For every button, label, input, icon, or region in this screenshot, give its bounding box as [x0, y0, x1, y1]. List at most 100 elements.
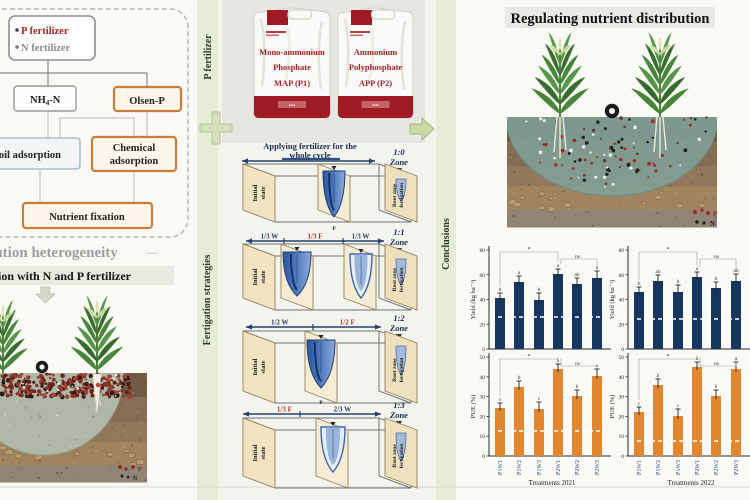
svg-text:fertigation: fertigation	[399, 267, 405, 292]
svg-text:adsorption: adsorption	[110, 156, 159, 167]
svg-text:20: 20	[619, 322, 625, 328]
svg-text:Fertigation strategies: Fertigation strategies	[202, 254, 213, 345]
svg-text:*: *	[528, 354, 531, 360]
svg-text:P1W1: P1W1	[637, 460, 643, 475]
svg-text:P1W3: P1W3	[676, 460, 682, 475]
svg-text:Initial: Initial	[252, 184, 259, 201]
svg-text:Nutrient fixation: Nutrient fixation	[49, 212, 125, 223]
svg-text:Root zone: Root zone	[392, 444, 398, 468]
svg-text:a: a	[696, 266, 699, 272]
svg-text:state: state	[260, 446, 267, 459]
svg-text:b: b	[677, 279, 680, 285]
svg-text:b: b	[638, 281, 641, 287]
svg-text:0: 0	[482, 454, 485, 460]
svg-text:Ammonium: Ammonium	[354, 47, 397, 57]
svg-text:ns: ns	[575, 254, 580, 260]
svg-text:N: N	[710, 220, 715, 228]
svg-text:Yield (kg ha⁻¹): Yield (kg ha⁻¹)	[609, 280, 616, 320]
svg-text:1/3 F: 1/3 F	[277, 406, 292, 414]
svg-text:1/3 W: 1/3 W	[261, 233, 279, 241]
svg-text:1:1: 1:1	[393, 227, 404, 237]
svg-text:ab: ab	[574, 272, 579, 278]
svg-text:40: 40	[619, 375, 625, 381]
svg-text:P fertilizer: P fertilizer	[203, 34, 214, 80]
svg-text:▪▪▪▪: ▪▪▪▪	[372, 103, 379, 108]
svg-text:PUE (%): PUE (%)	[609, 395, 616, 419]
svg-text:▪▪▪▪: ▪▪▪▪	[289, 103, 296, 108]
svg-text:50: 50	[480, 355, 486, 361]
svg-text:30: 30	[480, 395, 486, 401]
svg-text:1:2: 1:2	[393, 313, 405, 323]
svg-text:Zone: Zone	[389, 157, 408, 167]
svg-text:state: state	[260, 270, 267, 283]
svg-text:P2W3: P2W3	[734, 460, 740, 475]
svg-text:P: P	[138, 467, 142, 473]
svg-text:P: P	[332, 226, 336, 232]
svg-text:c: c	[538, 396, 541, 402]
svg-text:P1W2: P1W2	[517, 460, 523, 475]
svg-text:Zone: Zone	[389, 323, 408, 333]
svg-text:1:3: 1:3	[393, 400, 405, 410]
svg-text:b: b	[538, 287, 541, 293]
svg-text:b: b	[499, 287, 502, 293]
svg-text:80: 80	[619, 248, 625, 254]
svg-text:1/2 W: 1/2 W	[271, 319, 289, 327]
svg-text:state: state	[260, 360, 267, 373]
svg-text:P1W3: P1W3	[537, 460, 543, 475]
svg-text:1/3 W: 1/3 W	[352, 233, 370, 241]
svg-text:20: 20	[619, 414, 625, 420]
svg-text:P2W2: P2W2	[714, 460, 720, 475]
svg-text:Phosphate: Phosphate	[273, 62, 311, 72]
svg-text:*: *	[667, 354, 670, 360]
svg-text:ns: ns	[714, 361, 719, 367]
svg-text:Applying fertilizer for the: Applying fertilizer for the	[263, 141, 357, 151]
svg-text:a: a	[557, 263, 560, 269]
svg-text:Root zone: Root zone	[392, 183, 398, 207]
svg-text:b: b	[518, 375, 521, 381]
svg-text:20: 20	[480, 414, 486, 420]
svg-text:Regulating nutrient distributi: Regulating nutrient distribution	[511, 11, 710, 27]
svg-text:fertigation: fertigation	[399, 183, 405, 208]
svg-text:ns: ns	[575, 361, 580, 367]
svg-text:80: 80	[480, 248, 486, 254]
svg-text:MAP (P1): MAP (P1)	[274, 78, 310, 88]
svg-text:30: 30	[619, 395, 625, 401]
svg-text:20: 20	[480, 322, 486, 328]
svg-text:P1W2: P1W2	[656, 460, 662, 475]
svg-text:gation with N and P fertilizer: gation with N and P fertilizer	[0, 269, 132, 283]
svg-text:40: 40	[619, 298, 625, 304]
svg-text:50: 50	[619, 355, 625, 361]
svg-text:fertigation: fertigation	[399, 358, 405, 383]
svg-text:b: b	[715, 384, 718, 390]
svg-text:a: a	[518, 270, 521, 276]
svg-text:b: b	[657, 373, 660, 379]
svg-text:c: c	[638, 401, 641, 407]
svg-text:NH4-N: NH4-N	[30, 95, 61, 107]
svg-text:P: P	[319, 400, 323, 406]
svg-text:1/2 F: 1/2 F	[340, 319, 355, 327]
svg-text:40: 40	[480, 298, 486, 304]
svg-text:Treatments 2021: Treatments 2021	[529, 479, 576, 487]
svg-text:Polyphosphate: Polyphosphate	[349, 62, 403, 72]
svg-text:Treatments 2022: Treatments 2022	[668, 479, 715, 487]
svg-text:P fertilizer: P fertilizer	[21, 26, 69, 37]
svg-text:Olsen-P: Olsen-P	[129, 96, 165, 107]
svg-text:PUE (%): PUE (%)	[470, 395, 477, 419]
svg-text:60: 60	[619, 273, 625, 279]
svg-text:state: state	[260, 186, 267, 199]
svg-text:1/3 F: 1/3 F	[308, 233, 323, 241]
svg-text:*: *	[528, 247, 531, 253]
svg-text:N: N	[133, 476, 138, 482]
svg-text:1:0: 1:0	[393, 147, 405, 157]
svg-text:Chemical: Chemical	[113, 143, 156, 154]
svg-text:P1W1: P1W1	[498, 460, 504, 475]
svg-text:2/3 W: 2/3 W	[334, 406, 352, 414]
svg-text:APP (P2): APP (P2)	[359, 78, 392, 88]
svg-text:P: P	[713, 210, 718, 218]
svg-text:0: 0	[482, 347, 485, 353]
svg-text:ab: ab	[655, 269, 660, 275]
svg-text:40: 40	[480, 375, 486, 381]
svg-text:c: c	[677, 403, 680, 409]
svg-text:10: 10	[480, 434, 486, 440]
svg-text:P2W3: P2W3	[595, 460, 601, 475]
